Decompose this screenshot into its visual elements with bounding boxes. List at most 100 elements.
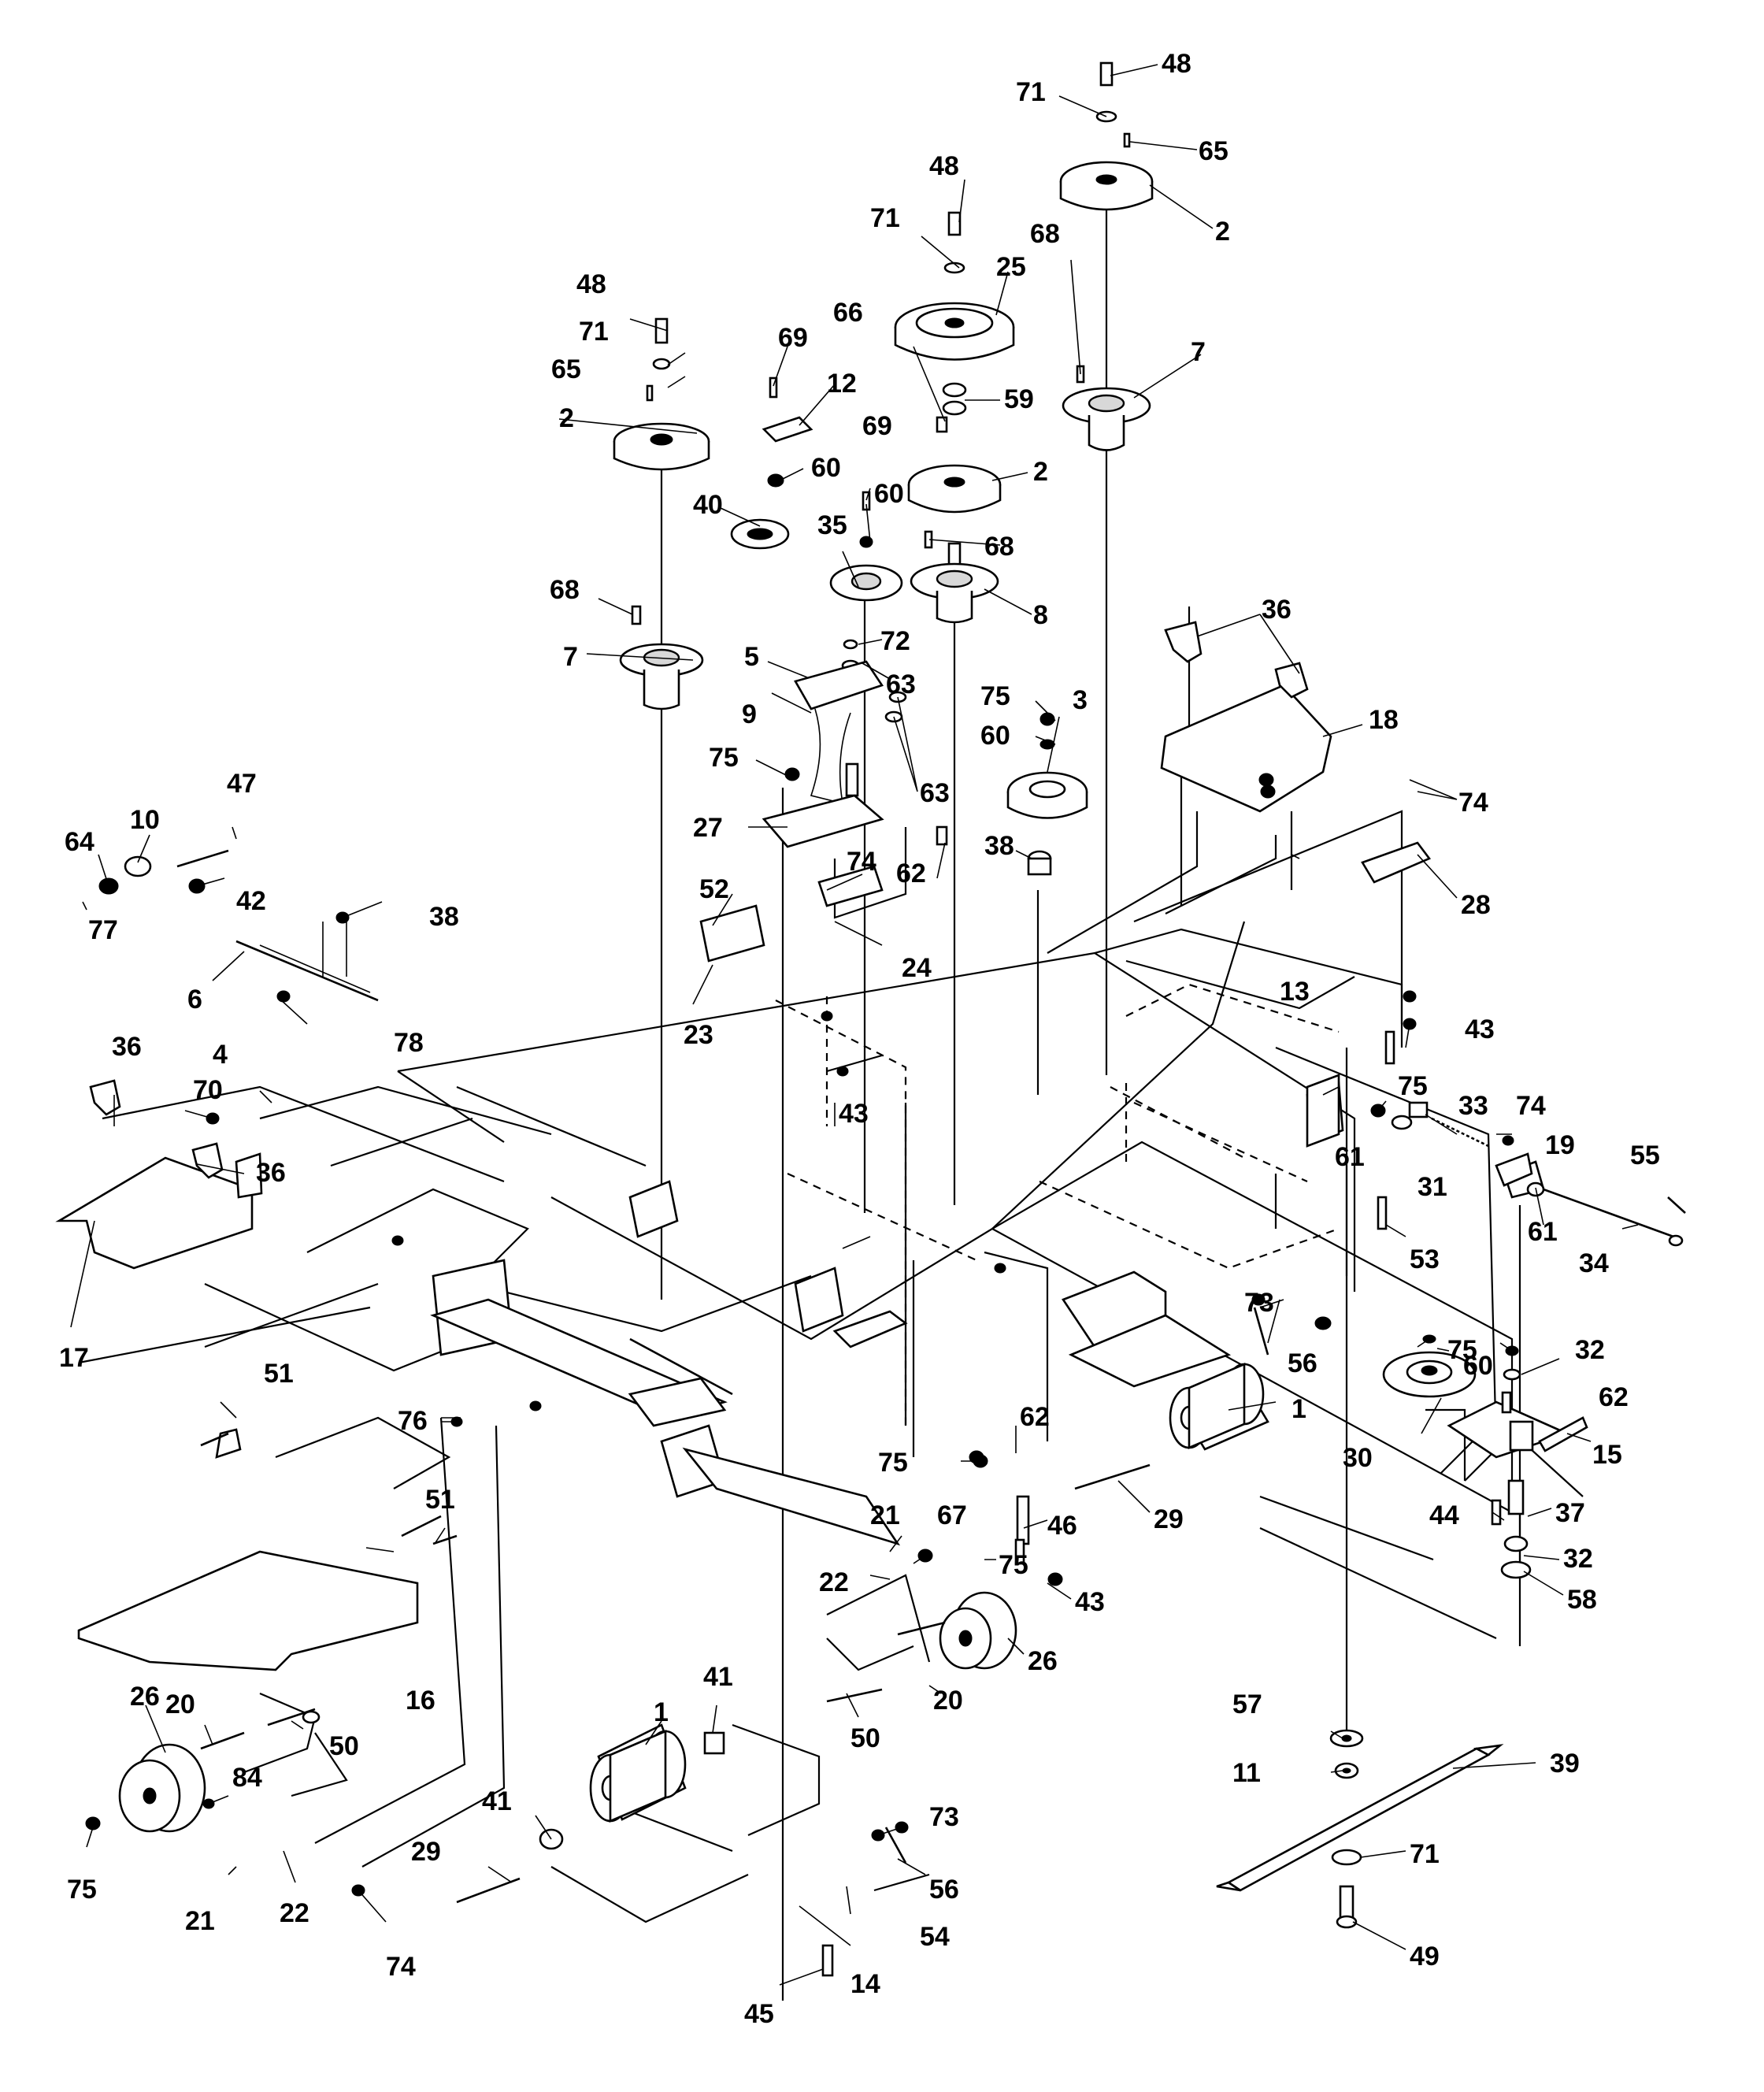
callout-8: 8	[1033, 600, 1048, 630]
callout-36: 36	[1262, 595, 1292, 625]
callout-43: 43	[839, 1099, 869, 1129]
callout-71: 71	[1016, 77, 1046, 107]
callout-7: 7	[563, 642, 578, 672]
callout-60: 60	[1463, 1351, 1493, 1381]
callout-61: 61	[1528, 1217, 1558, 1247]
assembly-lines	[78, 173, 1584, 2001]
callout-74: 74	[386, 1952, 416, 1982]
callout-34: 34	[1579, 1248, 1609, 1278]
callout-14: 14	[850, 1969, 880, 1999]
callout-48: 48	[929, 151, 959, 181]
callout-27: 27	[693, 813, 723, 843]
callout-71: 71	[579, 317, 609, 347]
callout-24: 24	[902, 953, 932, 983]
callout-2: 2	[559, 403, 574, 433]
callout-78: 78	[394, 1028, 424, 1058]
callout-33: 33	[1458, 1091, 1488, 1121]
callout-84: 84	[232, 1763, 262, 1793]
callout-17: 17	[59, 1343, 89, 1373]
wheels	[118, 1591, 1017, 1833]
callout-6: 6	[187, 985, 202, 1014]
left-spindle-stack	[613, 317, 710, 710]
callout-2: 2	[1215, 217, 1230, 247]
callout-9: 9	[742, 699, 757, 729]
callout-77: 77	[88, 915, 118, 945]
callout-60: 60	[980, 721, 1010, 751]
callout-60: 60	[811, 453, 841, 483]
callout-75: 75	[67, 1875, 97, 1905]
callout-71: 71	[1410, 1839, 1440, 1869]
callout-54: 54	[920, 1922, 950, 1952]
callout-32: 32	[1575, 1335, 1605, 1365]
callout-47: 47	[227, 769, 257, 799]
callout-13: 13	[1280, 977, 1310, 1007]
callout-74: 74	[847, 847, 876, 877]
callout-39: 39	[1550, 1749, 1580, 1779]
callout-73: 73	[1244, 1288, 1274, 1318]
callout-44: 44	[1429, 1500, 1459, 1530]
callout-50: 50	[850, 1723, 880, 1753]
motors	[539, 1363, 1269, 1850]
leader-lines	[70, 64, 1639, 1986]
callout-48: 48	[1162, 49, 1191, 79]
callout-41: 41	[482, 1786, 512, 1816]
callout-48: 48	[576, 269, 606, 299]
callout-26: 26	[130, 1682, 160, 1712]
callout-68: 68	[984, 532, 1014, 562]
callout-56: 56	[929, 1875, 959, 1905]
callout-63: 63	[920, 778, 950, 808]
callout-66: 66	[833, 298, 863, 328]
callout-71: 71	[870, 203, 900, 233]
brackets	[98, 841, 1588, 1459]
callout-23: 23	[684, 1020, 713, 1050]
callout-40: 40	[693, 490, 723, 520]
callout-72: 72	[880, 626, 910, 656]
callout-26: 26	[1028, 1646, 1058, 1676]
callout-60: 60	[874, 479, 904, 509]
callout-5: 5	[744, 642, 759, 672]
callout-59: 59	[1004, 384, 1034, 414]
center-spindle-stack	[894, 211, 1015, 624]
callout-56: 56	[1288, 1348, 1317, 1378]
callout-68: 68	[1030, 219, 1060, 249]
callout-58: 58	[1567, 1585, 1597, 1615]
callout-74: 74	[1516, 1091, 1546, 1121]
callout-29: 29	[411, 1837, 441, 1867]
callout-36: 36	[112, 1032, 142, 1062]
axles	[456, 1463, 1151, 1904]
callout-1: 1	[654, 1697, 669, 1727]
callout-51: 51	[264, 1359, 294, 1389]
callout-50: 50	[329, 1731, 359, 1761]
callout-38: 38	[984, 831, 1014, 861]
callout-4: 4	[213, 1040, 228, 1070]
callout-35: 35	[817, 510, 847, 540]
callout-62: 62	[1599, 1382, 1629, 1412]
callout-21: 21	[185, 1906, 215, 1936]
callout-55: 55	[1630, 1141, 1660, 1170]
callout-69: 69	[778, 323, 808, 353]
callout-16: 16	[406, 1686, 435, 1716]
callout-75: 75	[878, 1448, 908, 1478]
callout-12: 12	[827, 369, 857, 399]
fasteners	[85, 773, 1417, 1977]
callout-49: 49	[1410, 1942, 1440, 1971]
callout-42: 42	[236, 886, 266, 916]
callout-37: 37	[1555, 1498, 1585, 1528]
blade	[1216, 1729, 1504, 1929]
callout-29: 29	[1154, 1504, 1184, 1534]
callout-64: 64	[65, 827, 94, 857]
callout-11: 11	[1232, 1758, 1261, 1788]
callout-75: 75	[999, 1550, 1028, 1580]
callout-52: 52	[699, 874, 729, 904]
callout-30: 30	[1343, 1443, 1373, 1473]
callout-75: 75	[980, 681, 1010, 711]
callout-20: 20	[933, 1686, 963, 1716]
callout-74: 74	[1458, 788, 1488, 818]
callout-62: 62	[896, 859, 926, 888]
callout-75: 75	[1447, 1335, 1477, 1365]
callout-61: 61	[1335, 1142, 1365, 1172]
callout-68: 68	[550, 575, 580, 605]
callout-70: 70	[193, 1075, 223, 1105]
callout-3: 3	[1073, 685, 1088, 715]
